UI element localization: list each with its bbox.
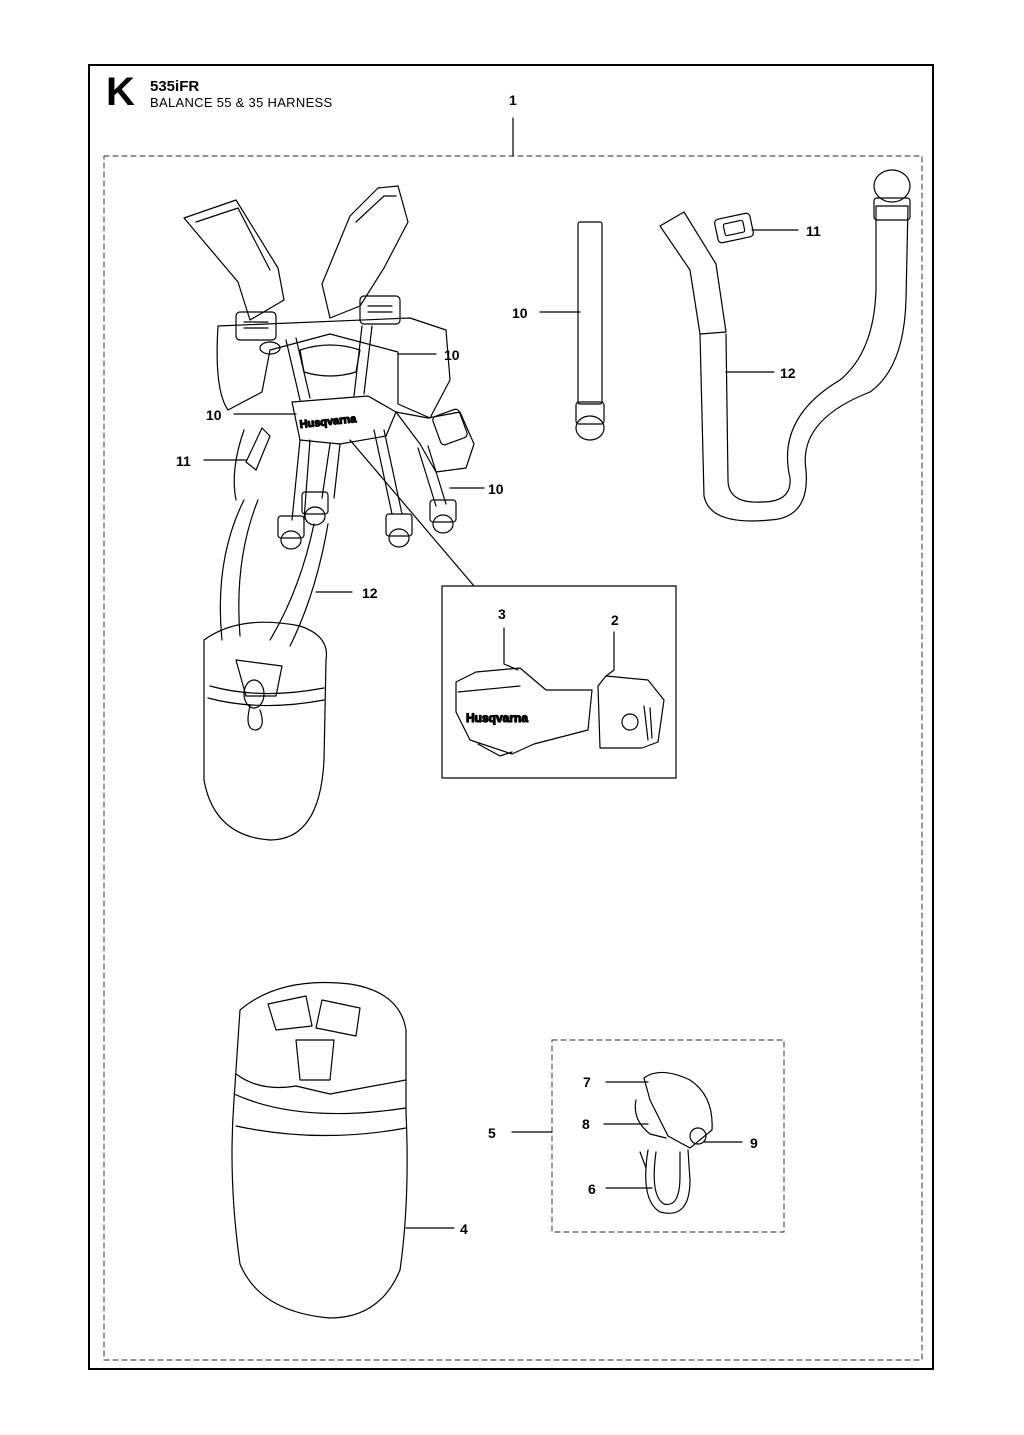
callout-11-harness: 11: [176, 453, 191, 469]
callout-8: 8: [582, 1116, 590, 1132]
part-12-arm-drawing: [659, 169, 911, 522]
brand-label-inset: Husqvarna: [466, 711, 528, 725]
diagram-title: BALANCE 55 & 35 HARNESS: [150, 95, 333, 110]
holster-on-harness: [203, 621, 328, 841]
part-2-drawing: [597, 675, 665, 749]
callout-11-buckle: 11: [806, 223, 821, 239]
callout-10-strap: 10: [512, 305, 528, 321]
callout-7: 7: [583, 1074, 591, 1090]
buckle-left: [235, 311, 277, 341]
part-11-buckle: [714, 212, 754, 244]
callout-10-upper: 10: [444, 347, 460, 363]
callout-3: 3: [498, 606, 506, 622]
brand-label-harness: Husqvarna: [299, 413, 358, 431]
callout-10-middle: 10: [206, 407, 222, 423]
callout-12-harness: 12: [362, 585, 378, 601]
model-number: 535iFR: [150, 78, 200, 95]
part-3-drawing: Husqvarna: [455, 667, 593, 757]
callout-5: 5: [488, 1125, 496, 1141]
part-10-strap-drawing: [575, 221, 605, 441]
callout-10-lower: 10: [488, 481, 504, 497]
section-letter: K: [106, 70, 135, 114]
callout-9: 9: [750, 1135, 758, 1151]
part-5-hook-drawing: [634, 1071, 713, 1214]
callout-6: 6: [588, 1181, 596, 1197]
callout-4: 4: [460, 1221, 468, 1237]
inset-box: [441, 585, 677, 779]
part-4-holster-drawing: [231, 981, 408, 1319]
callout-12-arm: 12: [780, 365, 796, 381]
callout-2: 2: [611, 612, 619, 628]
callout-1: 1: [509, 92, 517, 108]
harness-drawing: Husqvarna: [183, 185, 475, 841]
page-frame: [88, 64, 934, 1370]
assembly-boundary: [103, 155, 923, 1361]
hook-assembly-boundary: [551, 1039, 785, 1233]
buckle-right: [359, 295, 401, 325]
leader-inset: [349, 439, 475, 587]
